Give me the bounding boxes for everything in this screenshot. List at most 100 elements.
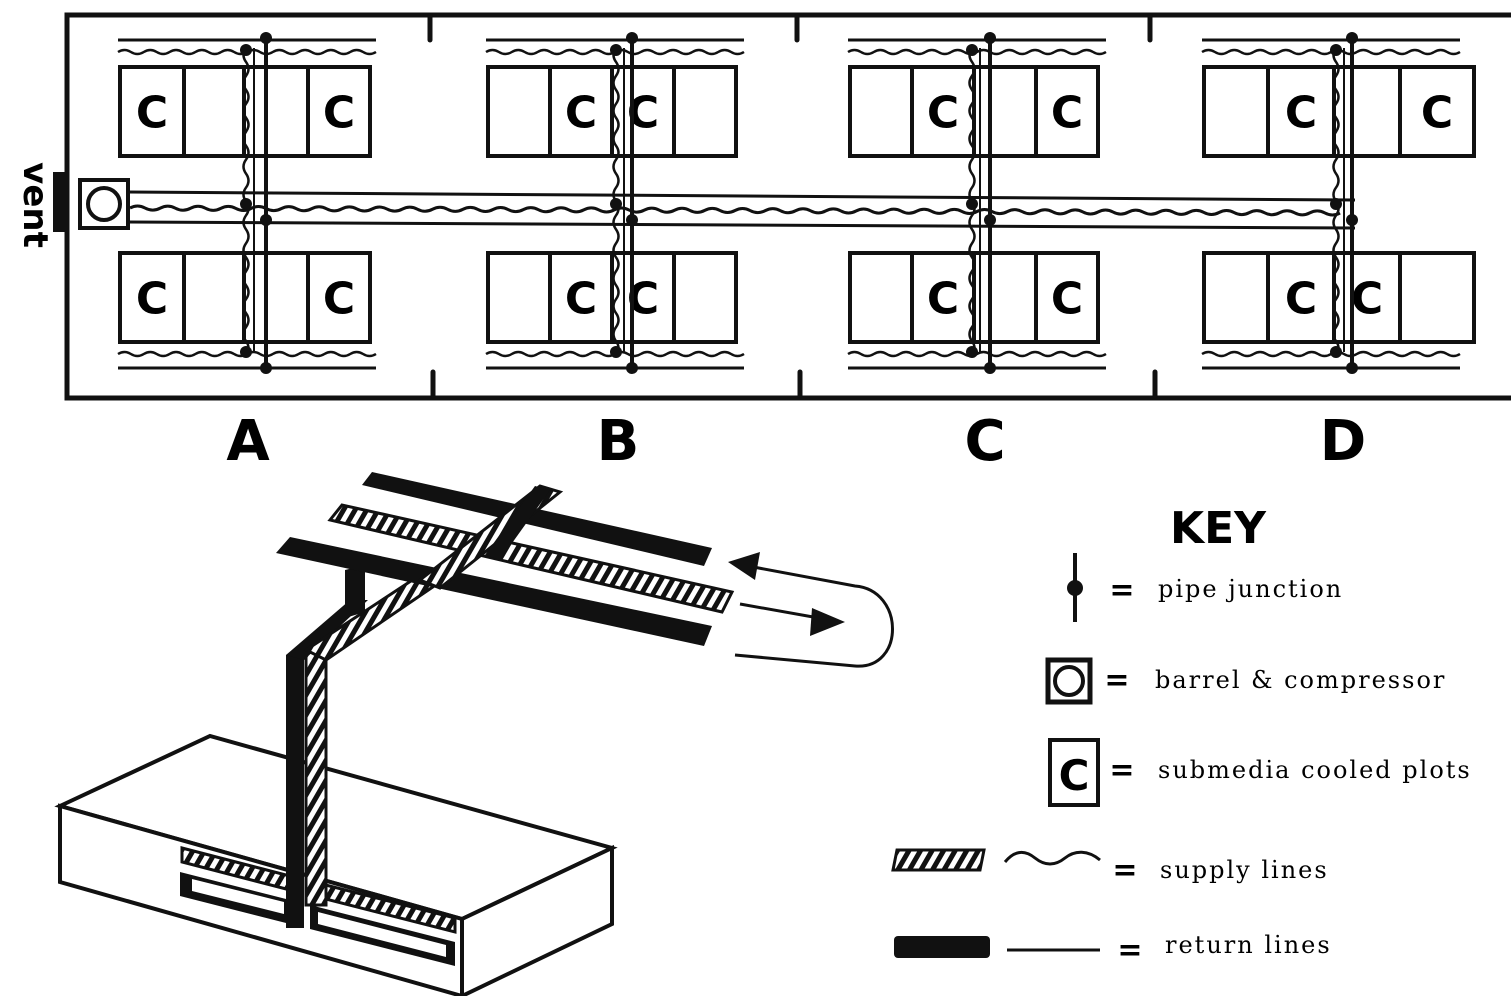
cooled-plot-label: C [1051,274,1083,325]
vent-label: vent [15,162,55,248]
cooled-plot-label: C [1285,88,1317,139]
pipe-junction [984,32,996,44]
bench-plot: C [1266,251,1336,344]
bench-plot [486,65,552,158]
pipe-junction [1330,44,1342,56]
overhead-supply-pipe [327,503,735,614]
bench-return-pipe [180,872,455,966]
bench-plot [972,65,1038,158]
pipe-junction [1346,362,1358,374]
bench-plot [672,65,738,158]
section-c: C C C C C [847,32,1107,474]
vent-flap [53,172,69,232]
key-label-supply-lines: supply lines [1160,856,1329,884]
pipe-junction [1330,346,1342,358]
key-equals-4: = [1112,853,1137,888]
pipe-junction [260,32,272,44]
bench-plot: C [610,251,676,344]
riser-return-pipe [286,645,304,928]
section-label: D [1320,409,1366,474]
pipe-junction [966,198,978,210]
cooled-plot-label: C [565,274,597,325]
key-label-cooled-plots: submedia cooled plots [1158,756,1472,784]
pipe-junction [610,198,622,210]
bench-plot [486,251,552,344]
cooled-plot-label: C [927,88,959,139]
bench-plot: C [910,65,976,158]
riser-supply-pipe [304,637,328,907]
pipe-junction-icon [1067,553,1083,622]
pipe-junction [260,214,272,226]
barrel-compressor [78,178,130,230]
pipe-junction [240,44,252,56]
cooled-plot-icon: C [1048,738,1100,807]
cooled-plot-label: C [136,274,168,325]
bench-side [460,844,614,996]
section-label: C [964,409,1005,474]
riser-supply-horizontal [303,573,444,662]
pipe-junction [260,362,272,374]
key-label-pipe-junction: pipe junction [1158,575,1343,603]
cooled-plot-label: C [1421,88,1453,139]
key: KEY = pipe junction = barrel & compresso… [891,503,1472,968]
key-label-barrel-compressor: barrel & compressor [1155,666,1446,694]
pipe-junction [610,44,622,56]
key-equals-5: = [1117,933,1142,968]
cooled-plot-label: C [136,88,168,139]
pipe-junction [240,198,252,210]
pipe-junction [966,44,978,56]
bench-plot [182,65,246,158]
bench-plot: C [548,65,614,158]
bench-plot: C [1398,65,1476,158]
pipe-junction [610,346,622,358]
bench-plot [1202,251,1270,344]
main-supply-line [129,204,1341,217]
barrel-compressor-icon [1045,657,1093,705]
bench-plot [182,251,246,344]
pipe-junction [626,362,638,374]
section-label: B [597,409,640,474]
overhead-return-pipe-front [276,537,712,646]
overhead-return-pipe-back [362,472,712,566]
bench-plot [1202,65,1270,158]
svg-text:C: C [1059,751,1090,800]
bench-plot: C [1034,65,1100,158]
flow-arrow-left [728,552,760,580]
bench-plot [848,65,914,158]
bench-plot: C [306,251,372,344]
pipe-junction [1346,32,1358,44]
cooled-plot-label: C [1051,88,1083,139]
cooled-plot-label: C [1285,274,1317,325]
bench-plot: C [548,251,614,344]
cooled-plot-label: C [1351,274,1383,325]
pipe-junction [966,346,978,358]
pipe-junction [984,214,996,226]
key-label-return-lines: return lines [1165,931,1332,959]
bench-plot [848,251,914,344]
bench-plot [972,251,1038,344]
bench-plot: C [910,251,976,344]
cooled-plot-label: C [927,274,959,325]
pipe-junction [984,362,996,374]
pipe-junction [1346,214,1358,226]
bench-plot: C [306,65,372,158]
cooled-plot-label: C [323,88,355,139]
bench-plot: C [1034,251,1100,344]
bench-plot: C [1266,65,1336,158]
section-label: A [226,409,270,474]
return-lines-icon [894,936,1100,958]
main-return-line [127,190,1356,230]
riser-support [345,565,365,618]
wall-ticks [427,13,1158,399]
cooled-plot-label: C [565,88,597,139]
pipe-junction [240,346,252,358]
pipe-junction [1330,198,1342,210]
section-a: C C C C A [117,32,377,474]
key-title: KEY [1170,503,1267,554]
cooled-plot-label: C [323,274,355,325]
